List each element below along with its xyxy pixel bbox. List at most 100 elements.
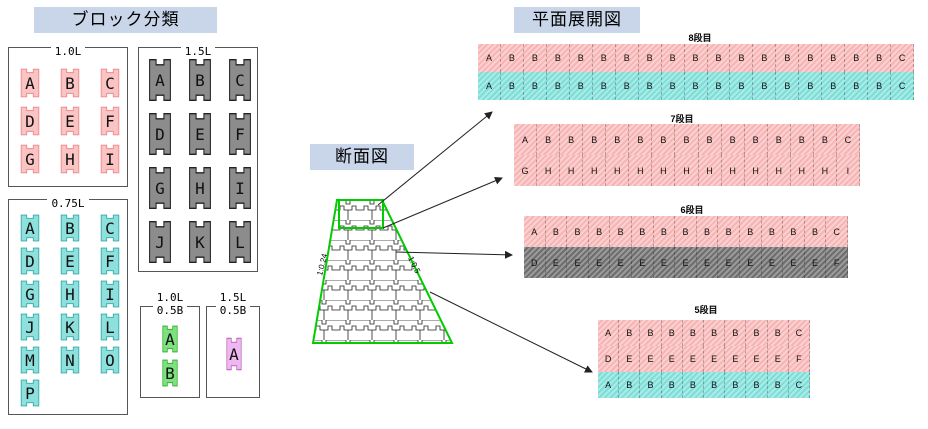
plan-cell-b: B bbox=[799, 72, 823, 100]
arrow-to-7 bbox=[382, 177, 503, 229]
plan-cell-b: B bbox=[822, 72, 846, 100]
block-c: C bbox=[227, 58, 253, 102]
block-l: L bbox=[227, 220, 253, 264]
block-b: B bbox=[161, 359, 179, 387]
plan-cell-d: D bbox=[524, 247, 546, 278]
block-e: E bbox=[59, 247, 81, 275]
block-b: B bbox=[187, 58, 213, 102]
plan-cell-b: B bbox=[722, 124, 745, 155]
plan-cell-b: B bbox=[697, 216, 719, 247]
plan-cell-b: B bbox=[699, 124, 722, 155]
block-d: D bbox=[19, 106, 41, 136]
plan-cell-e: E bbox=[589, 247, 611, 278]
block-c: C bbox=[99, 68, 121, 98]
plan-cell-b: B bbox=[762, 216, 784, 247]
plan-cell-c: C bbox=[826, 216, 848, 247]
plan-cell-e: E bbox=[740, 247, 762, 278]
plan-cell-b: B bbox=[730, 72, 754, 100]
block-i: I bbox=[99, 280, 121, 308]
plan-view-header: 平面展開図 bbox=[514, 7, 640, 33]
block-a: A bbox=[147, 58, 173, 102]
plan-cell-b: B bbox=[814, 124, 837, 155]
block-l: L bbox=[99, 313, 121, 341]
plan-cell-b: B bbox=[619, 320, 641, 346]
plan-cell-b: B bbox=[654, 216, 676, 247]
plan-cell-e: E bbox=[704, 346, 726, 372]
plan-cell-b: B bbox=[753, 44, 777, 72]
plan-cell-b: B bbox=[606, 124, 630, 155]
plan-cell-b: B bbox=[730, 44, 754, 72]
plan-cell-f: F bbox=[826, 247, 848, 278]
block-f: F bbox=[99, 247, 121, 275]
block-group-1-5l-0-5b: 0.5B A bbox=[206, 304, 260, 398]
plan-cell-b: B bbox=[704, 320, 726, 346]
plan-cell-b: B bbox=[652, 124, 676, 155]
plan-cell-b: B bbox=[718, 216, 740, 247]
group-label: 0.5B bbox=[215, 304, 251, 317]
plan-cell-b: B bbox=[708, 44, 731, 72]
plan-cell-b: B bbox=[537, 124, 561, 155]
block-a: A bbox=[161, 325, 179, 353]
plan-cell-b: B bbox=[783, 216, 805, 247]
plan-cell-b: B bbox=[740, 216, 762, 247]
plan-cell-h: H bbox=[652, 155, 676, 186]
section-header: 断面図 bbox=[310, 144, 414, 170]
plan-cell-b: B bbox=[685, 44, 708, 72]
plan-cell-e: E bbox=[783, 247, 805, 278]
plan-cell-b: B bbox=[868, 44, 892, 72]
plan-cell-e: E bbox=[662, 346, 683, 372]
block-f: F bbox=[227, 112, 253, 156]
plan-cell-e: E bbox=[718, 247, 740, 278]
plan-cell-f: F bbox=[789, 346, 811, 372]
arrow-to-6 bbox=[395, 250, 513, 259]
plan-cell-a: A bbox=[514, 124, 538, 155]
block-j: J bbox=[19, 313, 41, 341]
block-classification-header: ブロック分類 bbox=[34, 7, 217, 33]
plan-cell-b: B bbox=[725, 320, 747, 346]
plan-cell-a: A bbox=[478, 72, 501, 100]
plan-cell-b: B bbox=[746, 320, 768, 346]
plan-cell-e: E bbox=[546, 247, 568, 278]
plan-cell-h: H bbox=[768, 155, 791, 186]
plan-cell-c: C bbox=[837, 124, 860, 155]
plan-cell-b: B bbox=[546, 216, 568, 247]
plan-cell-b: B bbox=[746, 372, 768, 398]
plan-cell-b: B bbox=[640, 372, 662, 398]
plan-cell-b: B bbox=[567, 216, 589, 247]
plan-cell-b: B bbox=[675, 124, 699, 155]
plan-cell-h: H bbox=[629, 155, 653, 186]
plan-cell-b: B bbox=[683, 320, 705, 346]
plan-cell-b: B bbox=[725, 372, 747, 398]
group-label: 1.0L bbox=[50, 45, 86, 58]
plan-cell-h: H bbox=[537, 155, 561, 186]
plan-cell-b: B bbox=[547, 72, 570, 100]
block-n: N bbox=[59, 346, 81, 374]
block-p: P bbox=[19, 379, 41, 407]
block-b: B bbox=[59, 68, 81, 98]
plan-cell-e: E bbox=[746, 346, 768, 372]
group-label-top: 1.0L bbox=[156, 291, 184, 304]
block-g: G bbox=[19, 144, 41, 174]
plan-cell-e: E bbox=[675, 247, 697, 278]
plan-cell-h: H bbox=[814, 155, 837, 186]
plan-cell-b: B bbox=[704, 372, 726, 398]
plan-cell-h: H bbox=[745, 155, 768, 186]
plan-cell-b: B bbox=[629, 124, 653, 155]
plan-cell-b: B bbox=[845, 72, 869, 100]
arrow-to-8 bbox=[377, 111, 493, 206]
plan-cell-b: B bbox=[616, 72, 639, 100]
block-e: E bbox=[59, 106, 81, 136]
plan-cell-b: B bbox=[791, 124, 814, 155]
plan-cell-b: B bbox=[662, 320, 683, 346]
block-i: I bbox=[99, 144, 121, 174]
plan-cell-b: B bbox=[639, 44, 662, 72]
plan-cell-i: I bbox=[837, 155, 860, 186]
block-h: H bbox=[59, 280, 81, 308]
